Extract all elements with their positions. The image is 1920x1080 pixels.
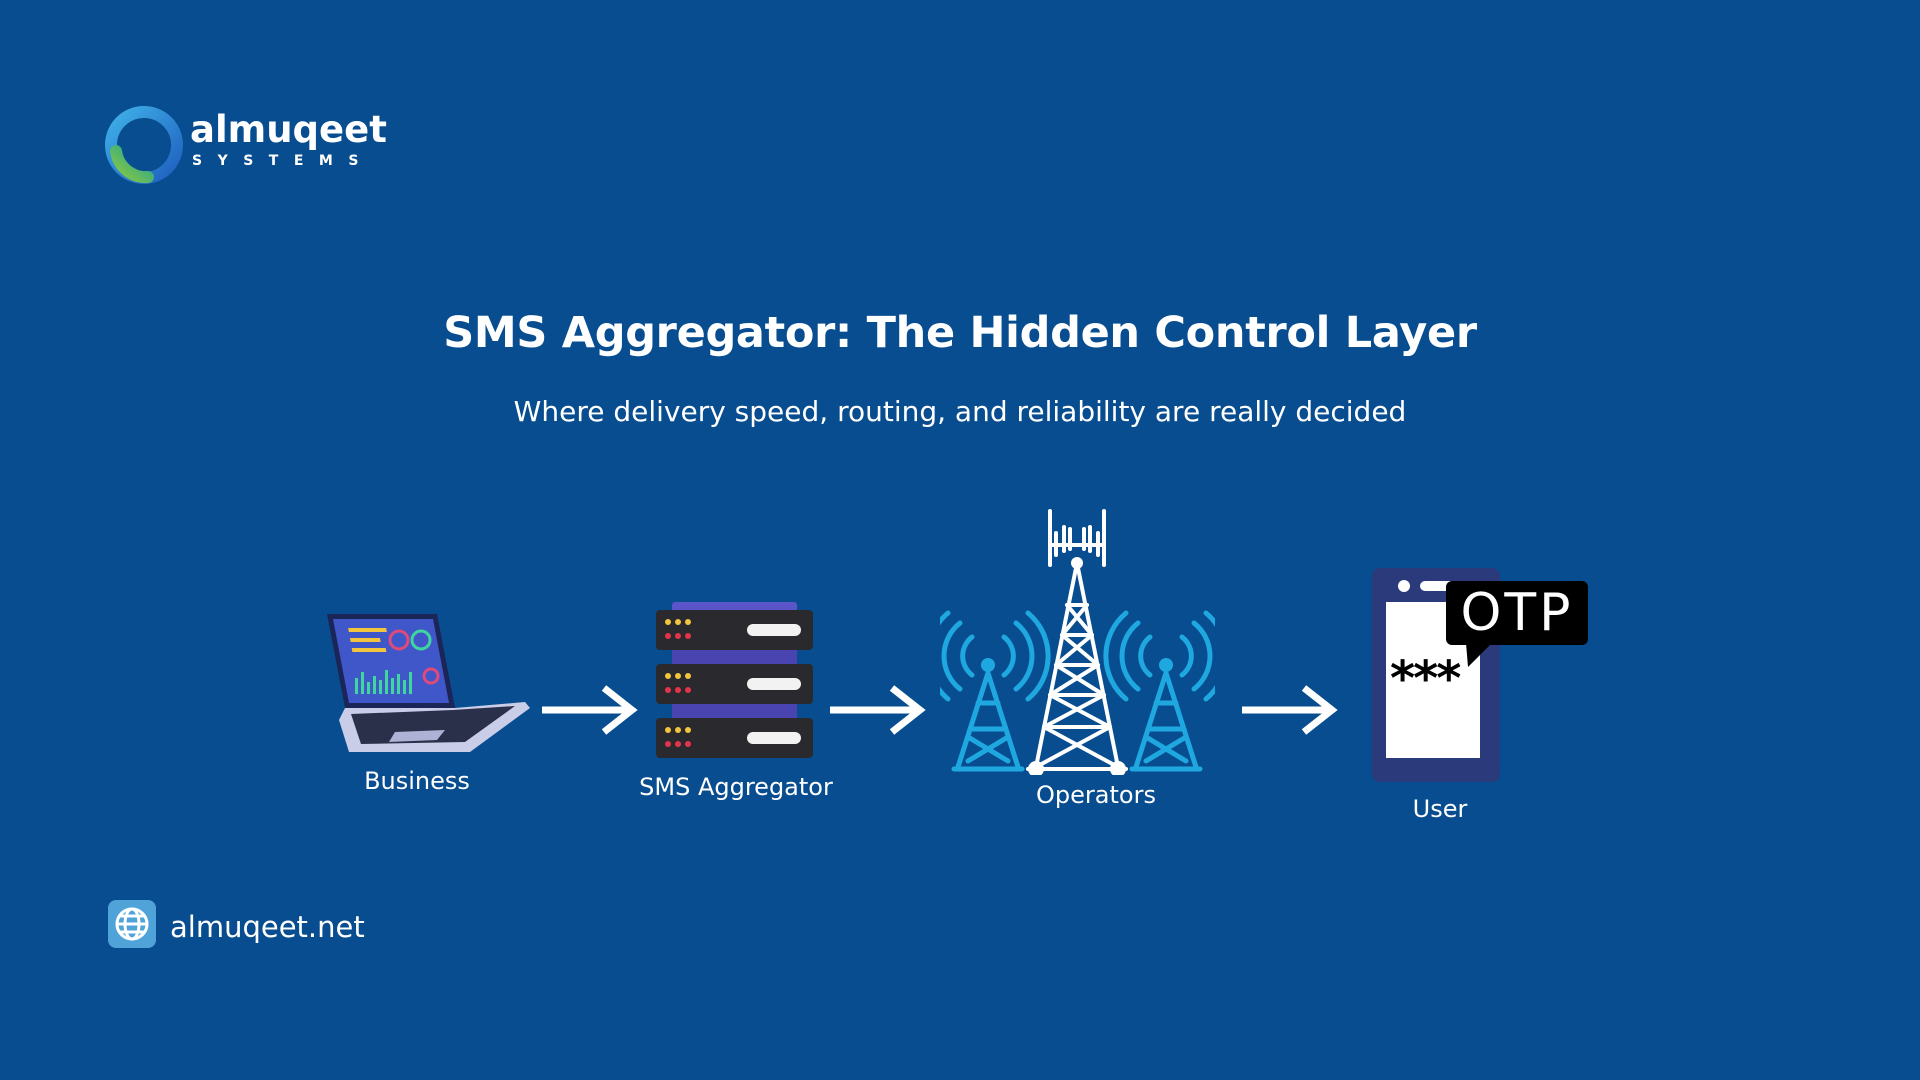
- brand-subtitle: SYSTEMS: [192, 153, 374, 169]
- arrow-right-icon: [1240, 682, 1340, 738]
- page-subtitle: Where delivery speed, routing, and relia…: [513, 395, 1407, 428]
- laptop-dashboard-icon: [325, 610, 530, 755]
- arrow-right-icon: [828, 682, 928, 738]
- phone-camera-icon: [1398, 580, 1410, 592]
- otp-code: ***: [1390, 651, 1461, 707]
- website-link[interactable]: almuqeet.net: [170, 910, 365, 944]
- globe-icon: [108, 900, 156, 948]
- brand-name: almuqeet: [190, 108, 387, 151]
- page-title: SMS Aggregator: The Hidden Control Layer: [443, 308, 1477, 358]
- node-label-sms-aggregator: SMS Aggregator: [639, 773, 833, 801]
- node-label-user: User: [1412, 795, 1468, 823]
- phone-otp-icon: ***: [1372, 568, 1500, 782]
- brand-logo-icon: [104, 105, 184, 185]
- phone-speaker-icon: [1420, 581, 1456, 591]
- cell-tower-icon: [925, 505, 1229, 777]
- node-label-operators: Operators: [1036, 781, 1156, 809]
- otp-badge: OTP: [1460, 583, 1574, 643]
- server-rack-icon: [652, 600, 817, 765]
- arrow-right-icon: [540, 682, 640, 738]
- otp-bubble: OTP: [1446, 581, 1588, 667]
- node-label-business: Business: [364, 767, 470, 795]
